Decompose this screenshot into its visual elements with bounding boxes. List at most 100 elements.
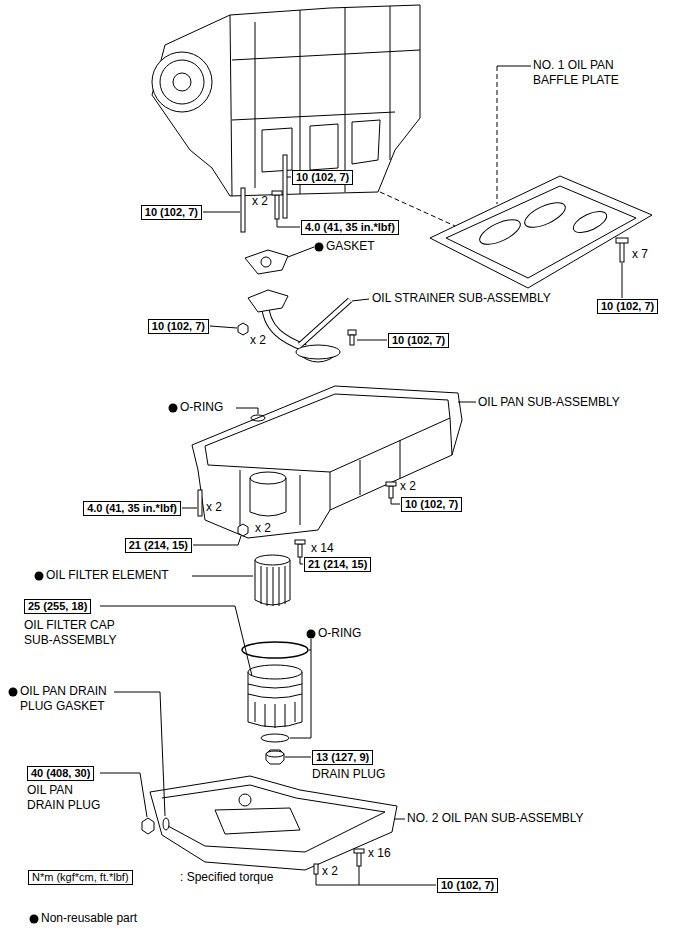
leader-line [357,340,387,341]
strainer-bracket [300,300,350,345]
drain-hole [239,794,251,806]
strainer-bowl [296,346,340,362]
leader-line [100,773,147,817]
pan-detail [215,808,300,834]
no2-oil-pan [142,776,397,874]
stud [198,490,202,516]
bolt-head [616,238,628,243]
torque-spec-box: 4.0 (41, 35 in.*lbf) [83,501,181,516]
torque-value: 21 (214, 15) [129,539,188,552]
part-name: OIL STRAINER SUB-ASSEMBLY [372,291,551,306]
torque-value: 4.0 (41, 35 in.*lbf) [305,221,395,234]
pan-flange [162,785,385,852]
baffle-inner [446,186,636,278]
part-name: OIL FILTER CAP SUB-ASSEMBLY [24,618,134,648]
stud [283,155,287,218]
dashed-guide [380,66,497,226]
torque-spec-box: 10 (102, 7) [401,497,462,512]
legend-text: : Specified torque [180,870,273,885]
quantity: x 16 [368,846,391,861]
baffle-outline [430,176,652,288]
leader-line [287,177,291,178]
non-reusable-dot [9,688,18,697]
o-ring [242,642,308,658]
pan-flange [205,394,450,472]
quantity: x 2 [250,333,266,348]
torque-value: 10 (102, 7) [152,320,205,333]
bolt [350,335,354,345]
crank-pulley [173,73,191,91]
leader-line [395,819,405,820]
torque-spec-box: 4.0 (41, 35 in.*lbf) [301,220,399,235]
torque-spec-box: 10 (102, 7) [292,170,353,185]
leader-line [193,536,241,545]
leader-line [622,263,623,298]
drain-plug [142,818,154,834]
block-rib [230,6,420,196]
cap-ridges [248,684,302,728]
leader-line [277,219,300,227]
quantity: x 2 [400,479,416,494]
part-name: DRAIN PLUG [312,767,385,782]
cap-top [248,665,302,679]
o-ring [261,734,289,742]
torque-spec-box: 10 (102, 7) [148,319,209,334]
leader-line [100,606,252,676]
filter-housing [250,478,286,516]
torque-value: 10 (102, 7) [601,300,654,313]
part-name: OIL FILTER ELEMENT [46,568,169,583]
leader-line [497,66,531,67]
baffle-cutout [476,215,523,250]
baffle-cutout [570,207,609,237]
leader-line [288,247,314,257]
strainer-bracket [300,300,350,345]
baffle-cutout [521,198,568,233]
leader-line [114,692,165,816]
leader-line [210,326,237,328]
filter-body [255,560,290,605]
torque-value: 10 (102, 7) [441,879,494,892]
leader-line [458,402,476,403]
quantity: x 2 [252,194,268,209]
crank-pulley [152,52,212,112]
bolt [314,864,318,874]
torque-spec-box: 21 (214, 15) [304,557,371,572]
quantity: x 14 [311,541,334,556]
filter-top [255,555,290,565]
bolt [348,330,356,335]
part-name: OIL PAN SUB-ASSEMBLY [478,395,620,410]
torque-spec-box: 25 (255, 18) [24,599,91,614]
quantity: x 2 [322,864,338,879]
non-reusable-marks [9,243,324,924]
filter-housing [250,472,286,484]
non-reusable-dot [315,243,324,252]
quantity: x 2 [206,500,222,515]
part-name: NO. 1 OIL PAN BAFFLE PLATE [533,58,633,88]
o-ring [251,415,265,421]
leader-line [236,408,258,414]
bolt-head [272,191,282,195]
nut [238,323,248,335]
bolt-head [354,849,364,853]
bolt [357,852,361,866]
drain-plug-gasket [163,818,169,830]
part-name: GASKET [326,239,375,254]
bolt [620,242,624,262]
stud [241,188,245,232]
leader-line [192,576,253,577]
quantity: x 2 [255,521,271,536]
gasket [245,250,288,274]
oil-strainer [238,290,356,362]
non-reusable-dot [169,404,178,413]
legend-torque-box: N*m (kgf*cm, ft.*lbf) [28,870,133,885]
quantity: x 7 [632,247,648,262]
non-reusable-dot [35,572,44,581]
bolt [275,195,279,219]
torque-spec-box: 13 (127, 9) [312,750,373,765]
non-reusable-dot [307,630,316,639]
strainer-bowl [296,345,340,359]
leader-line [391,498,400,504]
part-name: O-RING [318,626,361,641]
